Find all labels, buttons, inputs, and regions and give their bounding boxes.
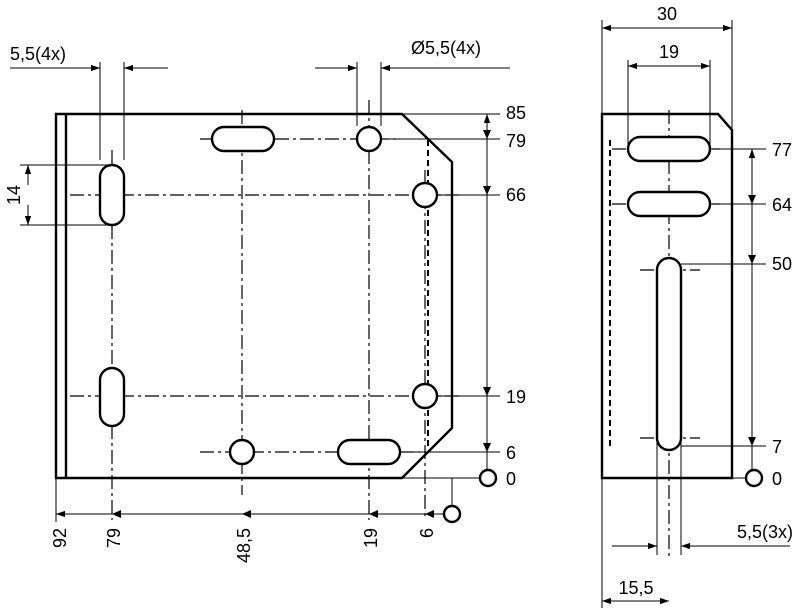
- side-slot-vertical: [655, 256, 683, 452]
- dim-side-7: 7: [772, 437, 782, 457]
- dim-bottom-92: 92: [50, 528, 70, 548]
- dim-side-slot-width: 5,5(3x): [737, 522, 793, 542]
- slot-top-horizontal: [210, 125, 276, 153]
- dim-bottom-79: 79: [104, 528, 124, 548]
- hole-right-upper: [411, 181, 439, 209]
- dim-side-slot-span: 19: [659, 42, 679, 62]
- dim-side-77: 77: [772, 140, 792, 160]
- front-dimensions: 5,5(4x) Ø5,5(4x) 14 85 79 66 19 6 0: [4, 38, 526, 563]
- dim-hole-diameter: Ø5,5(4x): [411, 38, 481, 58]
- hole-bottom-center: [228, 438, 256, 466]
- dim-ord-0-right: 0: [506, 469, 516, 489]
- dim-bottom-48-5: 48,5: [234, 528, 254, 563]
- dim-slot-width: 5,5(4x): [10, 44, 66, 64]
- side-origin-symbol: [744, 468, 764, 488]
- slot-left-upper: [98, 163, 126, 227]
- dim-bottom-6: 6: [417, 528, 437, 538]
- dim-ord-79: 79: [506, 131, 526, 151]
- hole-right-lower: [411, 382, 439, 410]
- side-dimensions: 30 19 77 64 50 7 0 5,5(3x) 15,5: [601, 4, 793, 608]
- front-view: [54, 100, 498, 524]
- slot-left-lower: [98, 366, 126, 428]
- side-view: [600, 110, 764, 560]
- dim-side-offset: 15,5: [618, 578, 653, 598]
- dim-side-64: 64: [772, 195, 792, 215]
- origin-symbol-right: [478, 468, 498, 488]
- dim-ord-19: 19: [506, 387, 526, 407]
- side-outline: [600, 112, 734, 480]
- dim-side-0: 0: [772, 469, 782, 489]
- dim-bottom-19: 19: [361, 528, 381, 548]
- slot-bottom-horizontal: [336, 438, 402, 466]
- side-slot-middle: [626, 190, 712, 218]
- origin-symbol-bottom: [442, 504, 462, 524]
- dim-ord-66: 66: [506, 185, 526, 205]
- dim-side-50: 50: [772, 254, 792, 274]
- dim-side-width: 30: [657, 4, 677, 24]
- dim-slot-length: 14: [4, 185, 24, 205]
- hole-top-right: [355, 125, 383, 153]
- side-slot-upper: [626, 135, 712, 163]
- dim-ord-6: 6: [506, 443, 516, 463]
- dim-ord-85: 85: [506, 103, 526, 123]
